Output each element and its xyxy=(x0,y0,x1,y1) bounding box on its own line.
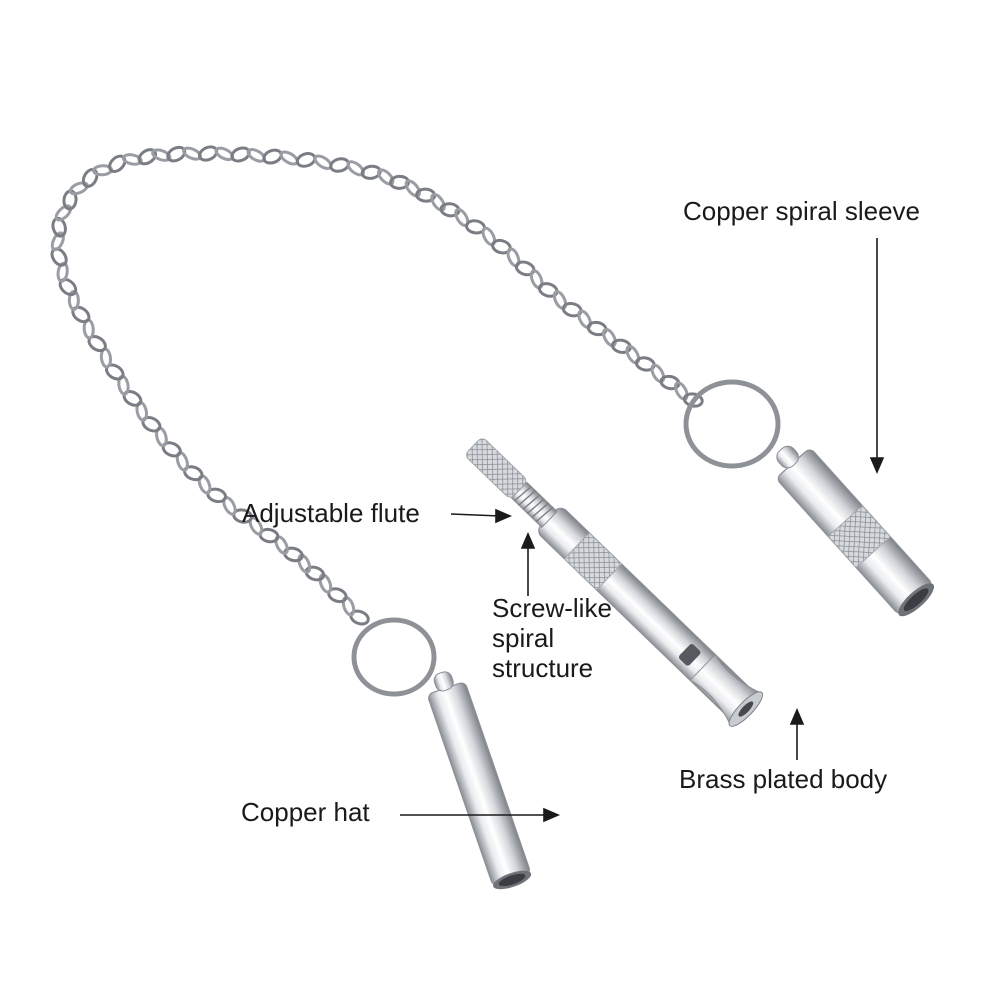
right-key-ring xyxy=(683,379,781,469)
chain-link xyxy=(552,290,568,310)
chain-link xyxy=(625,344,641,365)
whistle-body xyxy=(466,438,764,727)
chain-link xyxy=(81,168,99,188)
chain-link xyxy=(673,381,689,401)
chain-link xyxy=(318,573,333,594)
chain-link xyxy=(262,148,283,165)
chain-link xyxy=(161,441,182,458)
chain-link xyxy=(141,415,162,433)
label-screw-like-spiral-structure: Screw-like spiral structure xyxy=(492,593,612,683)
label-screw-like-line-1: Screw-like xyxy=(492,593,612,623)
chain-link xyxy=(297,553,312,574)
label-copper-spiral-sleeve: Copper spiral sleeve xyxy=(683,196,921,226)
chain-link xyxy=(122,389,143,407)
label-screw-like-line-3: structure xyxy=(492,653,594,683)
label-copper-hat: Copper hat xyxy=(241,797,370,827)
chain-link xyxy=(274,535,289,555)
chain-link xyxy=(377,168,395,186)
chain-link xyxy=(404,179,422,198)
chain-link xyxy=(105,363,125,381)
chain-link xyxy=(50,231,65,252)
pointer-arrows xyxy=(400,238,885,823)
chain xyxy=(50,145,704,626)
chain-link xyxy=(610,338,632,354)
chain-link xyxy=(67,289,80,311)
chain-link xyxy=(295,152,317,168)
chain-link xyxy=(430,192,446,212)
chain-link xyxy=(659,374,681,391)
chain-link xyxy=(54,204,73,222)
copper-hat xyxy=(428,671,532,890)
copper-spiral-sleeve xyxy=(776,445,935,617)
chain-link xyxy=(577,309,592,329)
left-key-ring xyxy=(351,617,437,697)
label-screw-like-line-2: spiral xyxy=(492,623,555,653)
label-adjustable-flute: Adjustable flute xyxy=(242,498,420,528)
chain-link xyxy=(68,181,89,196)
chain-link xyxy=(650,363,666,384)
chain-link xyxy=(279,150,299,166)
label-brass-plated-body: Brass plated body xyxy=(679,764,888,794)
chain-link xyxy=(71,305,91,324)
chain-link xyxy=(602,327,617,348)
